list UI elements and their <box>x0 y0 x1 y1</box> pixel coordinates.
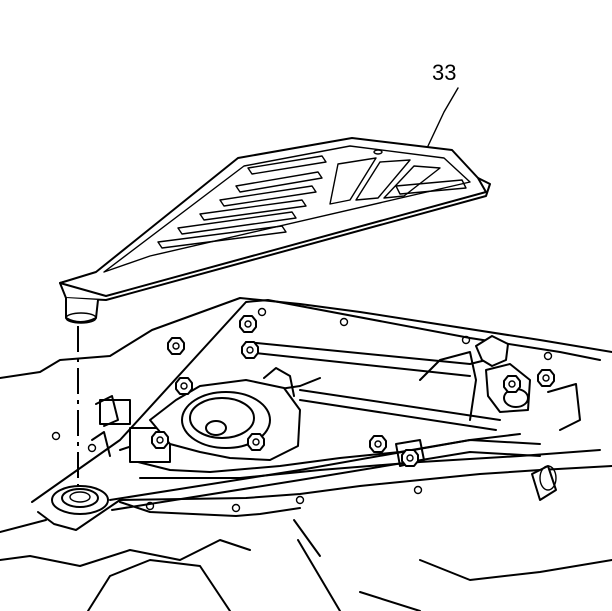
linkage-rod-mid-2 <box>299 399 497 431</box>
callout-leader-line <box>427 87 459 147</box>
bolt <box>239 315 257 333</box>
accumulator-end <box>539 465 557 491</box>
bolt <box>151 431 169 449</box>
filter-inner-outline <box>103 145 471 273</box>
linkage-rod-upper <box>245 341 487 365</box>
case-lower-wall <box>0 539 251 567</box>
detent-lever <box>263 367 295 397</box>
linkage-clip <box>395 439 425 467</box>
linkage-rod-lower <box>109 439 541 501</box>
case-flange-inner <box>119 501 301 517</box>
flange-bolt-holes <box>51 307 553 513</box>
accumulator <box>531 465 557 501</box>
transmission-filter <box>59 137 491 324</box>
bolt <box>537 369 555 387</box>
left-bracket-outline <box>95 395 119 427</box>
case-rib-1 <box>293 519 321 557</box>
linkage-rod-upper-2 <box>245 351 471 377</box>
detent-center <box>205 420 227 436</box>
linkage-pivot-post <box>475 335 509 367</box>
callout-number: 33 <box>432 60 456 85</box>
filter-boss <box>373 149 383 155</box>
case-lower-right <box>419 559 612 581</box>
bolt <box>369 435 387 453</box>
case-rib-2 <box>297 539 341 611</box>
valve-body-far-right <box>547 383 581 431</box>
bolt <box>167 337 185 355</box>
filter-neck-opening <box>65 312 97 324</box>
bolt <box>175 377 193 395</box>
bolt <box>247 433 265 451</box>
left-bracket-tab <box>91 431 111 457</box>
filter-ribs <box>157 155 467 249</box>
linkage-rod-mid <box>299 389 501 421</box>
case-lower-pocket <box>87 559 231 611</box>
left-bracket <box>91 395 119 457</box>
transmission-case <box>0 297 612 611</box>
bolt <box>503 375 521 393</box>
accumulator-body <box>531 465 557 501</box>
case-outer-edge <box>0 297 612 379</box>
valve-body-right <box>419 351 477 421</box>
bolts <box>151 315 555 467</box>
case-flange-left <box>0 519 47 533</box>
linkage-rod-lower-2 <box>111 451 541 511</box>
filter-top-face <box>59 137 487 297</box>
filter-seal-bore <box>51 485 109 515</box>
case-flange-front <box>37 465 612 531</box>
case-flange-top <box>31 299 601 503</box>
case-rib-3 <box>359 591 421 611</box>
filter-neck <box>65 298 99 323</box>
bolt <box>401 449 419 467</box>
bolt <box>241 341 259 359</box>
